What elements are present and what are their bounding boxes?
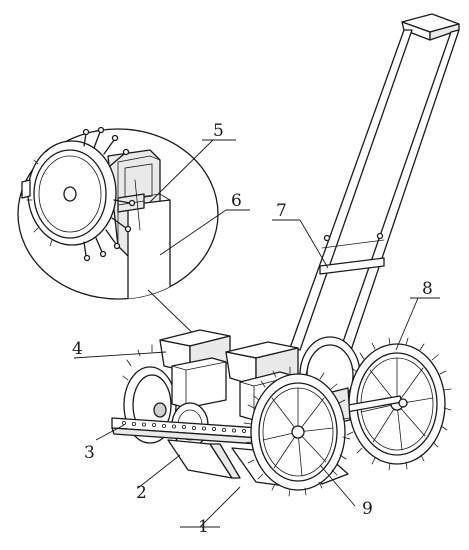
callout-4: 4 [72,339,83,359]
callout-5: 5 [213,121,224,141]
callout-leaders [73,139,440,528]
seed-hopper-left [159,329,231,409]
press-wheel-front [243,366,351,497]
detail-disc-hub [63,186,77,202]
detail-inset [17,126,219,300]
callout-1: 1 [198,517,209,537]
callout-3: 3 [84,443,95,463]
callout-2: 2 [136,483,147,503]
push-handle [289,13,460,366]
callout-7: 7 [276,201,287,221]
detail-disc-pins [82,126,136,262]
drive-wheel-right [342,337,452,471]
callout-8: 8 [422,279,433,299]
callout-6: 6 [231,191,242,211]
detail-seed-tube [127,199,171,299]
callout-9: 9 [362,499,373,519]
